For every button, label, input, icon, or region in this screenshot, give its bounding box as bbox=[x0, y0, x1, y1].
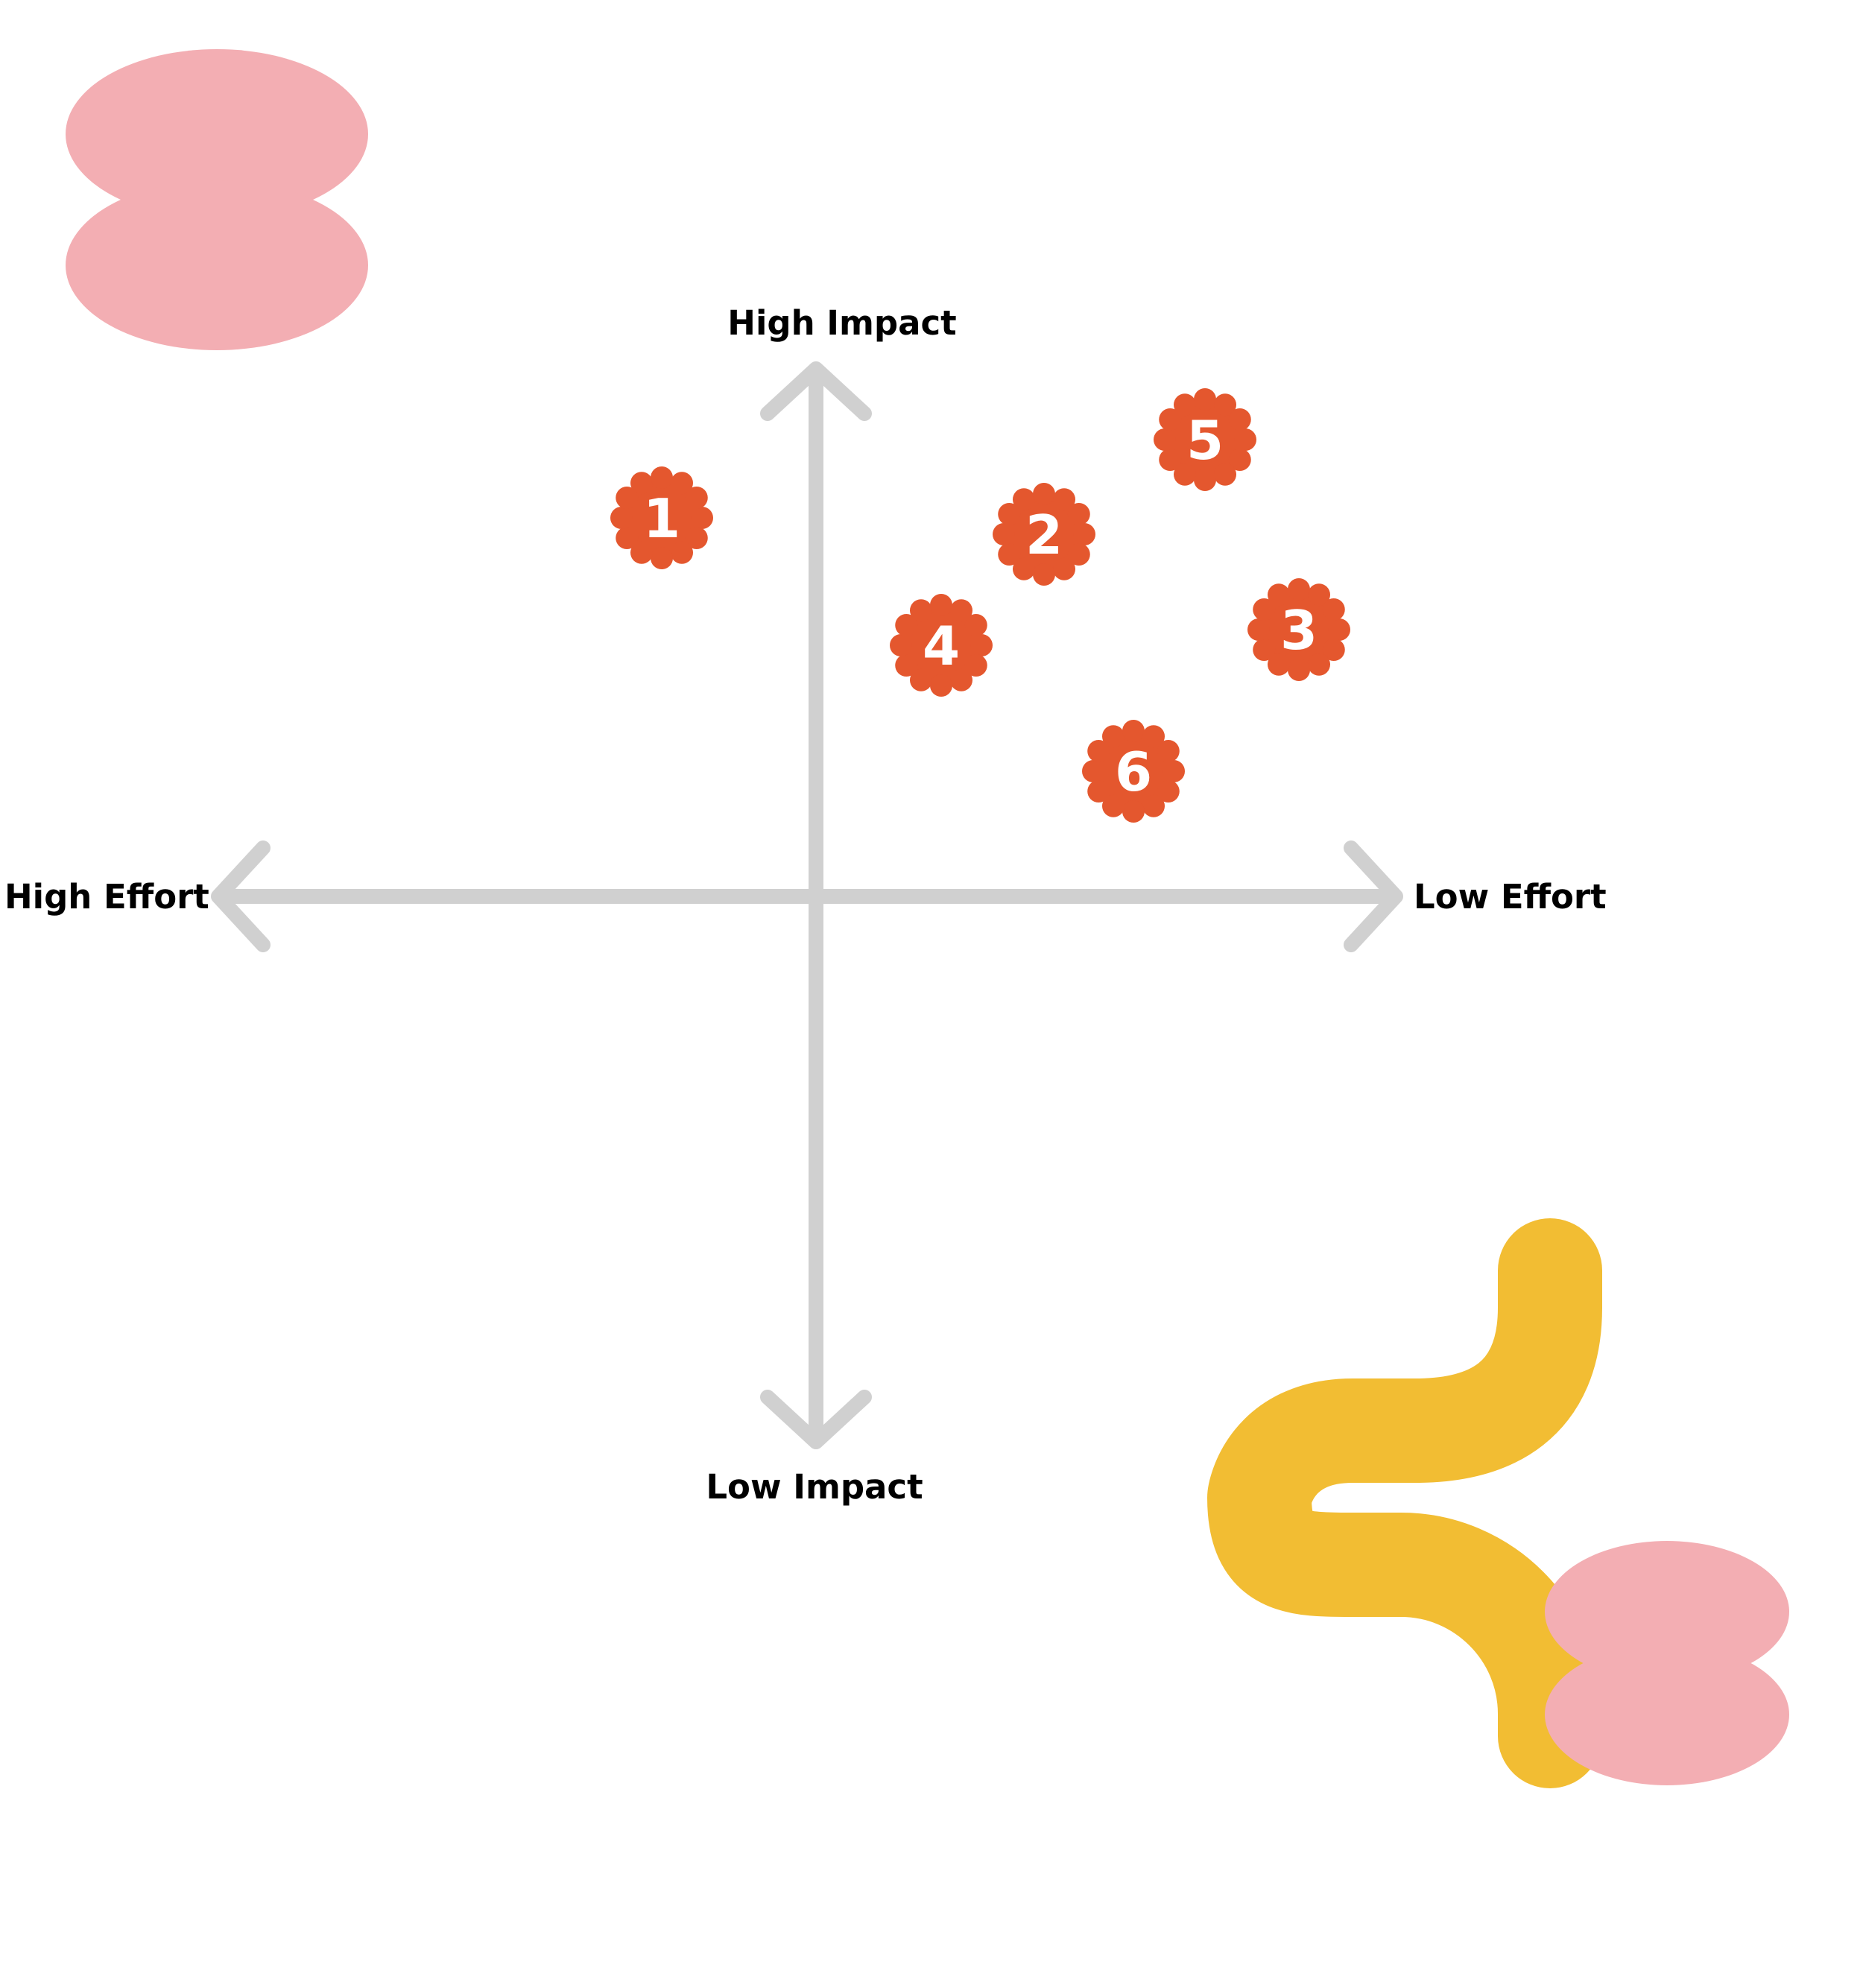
axis-label-low-effort: Low Effort bbox=[1414, 877, 1607, 917]
axis-label-high-impact: High Impact bbox=[727, 303, 956, 343]
marker-number: 5 bbox=[1186, 409, 1224, 472]
flower-marker-icon bbox=[610, 466, 713, 569]
marker-1: 1 bbox=[610, 466, 713, 569]
marker-5: 5 bbox=[1154, 388, 1256, 491]
flower-marker-icon bbox=[993, 483, 1095, 586]
axis-label-low-impact: Low Impact bbox=[706, 1467, 923, 1507]
arrow-down-icon bbox=[760, 1390, 872, 1449]
arrow-up-icon bbox=[760, 361, 872, 421]
pink-blob-icon bbox=[66, 49, 368, 350]
marker-6: 6 bbox=[1082, 720, 1185, 823]
marker-4: 4 bbox=[890, 594, 993, 697]
flower-marker-icon bbox=[1154, 388, 1256, 491]
flower-marker-icon bbox=[890, 594, 993, 697]
pink-blob-icon bbox=[1545, 1541, 1789, 1785]
flower-marker-icon bbox=[1247, 578, 1350, 681]
axis-label-high-effort: High Effort bbox=[4, 877, 209, 917]
marker-number: 3 bbox=[1280, 599, 1318, 662]
axes bbox=[211, 361, 1403, 1449]
marker-number: 6 bbox=[1115, 741, 1152, 803]
arrow-right-icon bbox=[1344, 841, 1403, 952]
marker-3: 3 bbox=[1247, 578, 1350, 681]
flower-marker-icon bbox=[1082, 720, 1185, 823]
yellow-squiggle-icon bbox=[1207, 1218, 1602, 1788]
marker-2: 2 bbox=[993, 483, 1095, 586]
arrow-left-icon bbox=[211, 841, 271, 952]
marker-number: 1 bbox=[643, 487, 680, 550]
marker-number: 4 bbox=[923, 615, 960, 677]
marker-number: 2 bbox=[1025, 504, 1063, 566]
